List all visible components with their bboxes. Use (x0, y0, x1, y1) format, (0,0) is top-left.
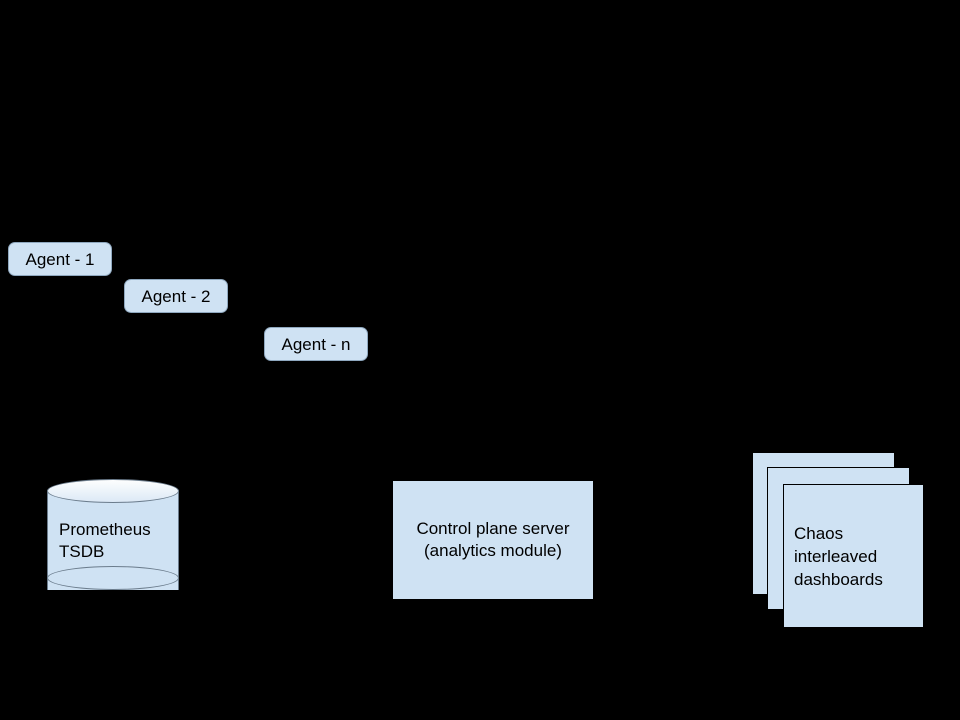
node-agent-1-label: Agent - 1 (25, 249, 95, 269)
node-agent-2-label: Agent - 2 (141, 286, 211, 306)
node-control-plane-server-label: Control plane server (analytics module) (416, 518, 569, 562)
node-agent-1[interactable]: Agent - 1 (8, 242, 112, 276)
node-control-plane-server[interactable]: Control plane server (analytics module) (393, 481, 593, 599)
node-agent-n[interactable]: Agent - n (264, 327, 368, 361)
node-control-plane-server-label-line1: Control plane server (416, 519, 570, 538)
node-agent-n-label: Agent - n (281, 334, 351, 354)
node-prometheus-tsdb[interactable]: Prometheus TSDB (47, 479, 179, 601)
node-chaos-dashboards-label-line2: interleaved (794, 546, 878, 566)
node-chaos-dashboards-label: Chaos interleaved dashboards (783, 484, 924, 628)
node-prometheus-tsdb-label-line1: Prometheus (59, 520, 151, 539)
node-agent-2[interactable]: Agent - 2 (124, 279, 228, 313)
node-chaos-dashboards[interactable]: Chaos interleaved dashboards (752, 452, 924, 628)
cylinder-top-shape (47, 479, 179, 503)
node-chaos-dashboards-label-line1: Chaos (794, 523, 844, 543)
dashboard-sheet-front (783, 484, 924, 628)
node-chaos-dashboards-label-line3: dashboards (794, 569, 883, 589)
node-prometheus-tsdb-label-line2: TSDB (59, 542, 105, 561)
node-control-plane-server-label-line2: (analytics module) (424, 541, 562, 560)
node-prometheus-tsdb-label: Prometheus TSDB (47, 519, 179, 563)
cylinder-bottom-shape (47, 566, 179, 590)
